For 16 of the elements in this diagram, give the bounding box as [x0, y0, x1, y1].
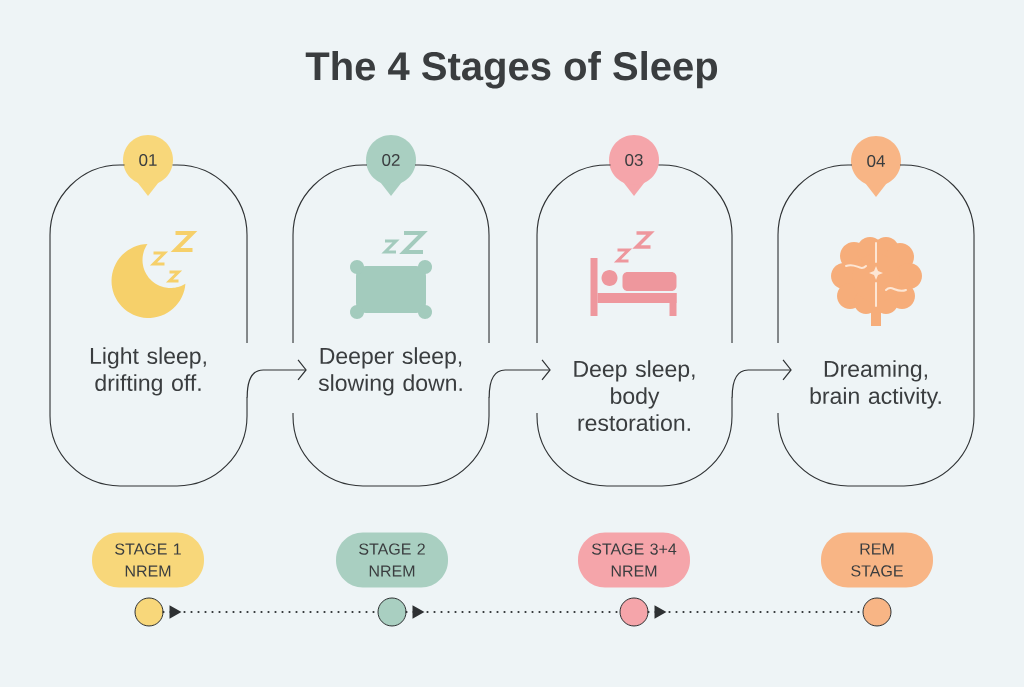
arrow	[488, 359, 551, 398]
title: The 4 Stages of Sleep	[305, 51, 718, 89]
stage-tag: STAGE 2 NREM	[336, 532, 448, 588]
number-pin: 04	[851, 136, 901, 197]
stage-tag: STAGE 1 NREM	[92, 532, 204, 588]
number-pin: 03	[609, 135, 659, 196]
timeline-dot	[134, 597, 164, 627]
number-pin: 01	[123, 135, 173, 196]
timeline-dot	[862, 597, 892, 627]
stage-tag: REM STAGE	[821, 532, 933, 588]
arrow	[731, 359, 792, 398]
stage-tag: STAGE 3+4 NREM	[578, 532, 690, 588]
timeline-dot	[619, 597, 649, 627]
arrow	[246, 359, 307, 398]
number-pin: 02	[366, 135, 416, 196]
timeline-dot	[377, 597, 407, 627]
